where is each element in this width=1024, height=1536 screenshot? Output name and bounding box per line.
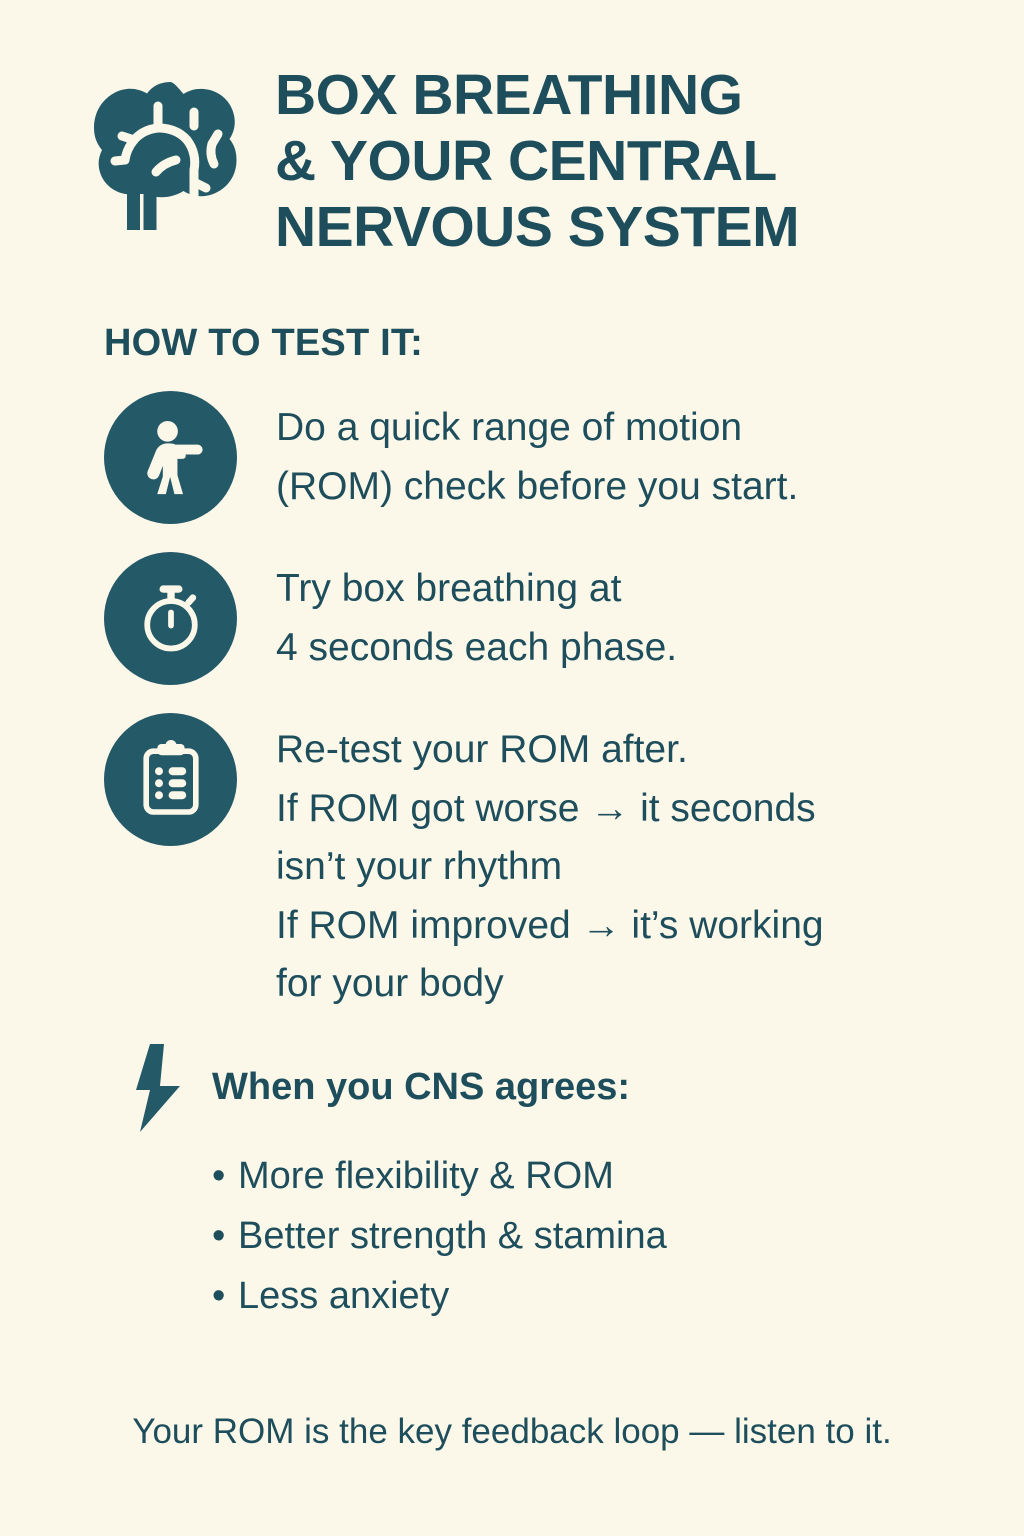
step-text: Do a quick range of motion (ROM) check b… [276, 399, 798, 516]
cns-benefit-list: • More flexibility & ROM • Better strength… [212, 1146, 1024, 1326]
footer-tagline: Your ROM is the key feedback loop — list… [132, 1412, 892, 1451]
lightning-bolt-icon [132, 1042, 188, 1134]
page-title: BOX BREATHING & YOUR CENTRAL NERVOUS SYS… [275, 62, 800, 260]
step-line: Try box breathing at [276, 567, 622, 611]
step-text: Try box breathing at 4 seconds each phas… [276, 560, 677, 677]
bullet-glyph: • [212, 1214, 226, 1257]
brain-icon [88, 72, 253, 232]
step-text: Re-test your ROM after. If ROM got worse… [276, 721, 824, 1014]
cns-heading: When you CNS agrees: [212, 1066, 631, 1109]
steps-list: Do a quick range of motion (ROM) check b… [0, 391, 1024, 1014]
walking-person-icon [104, 391, 237, 525]
step-item: Do a quick range of motion (ROM) check b… [104, 391, 1024, 525]
step-line: 4 seconds each phase. [276, 625, 678, 669]
list-item: • Better strength & stamina [212, 1206, 1024, 1266]
step-item: Re-test your ROM after. If ROM got worse… [104, 713, 1024, 1014]
cns-heading-row: When you CNS agrees: [126, 1042, 1024, 1134]
step-line: If ROM got worse → it seconds [276, 786, 816, 830]
step-line: Do a quick range of motion [276, 406, 743, 450]
stopwatch-icon [104, 552, 237, 686]
step-line: If ROM improved → it’s working [276, 903, 824, 947]
list-item: • Less anxiety [212, 1266, 1024, 1326]
step-line: Re-test your ROM after. [276, 728, 688, 772]
step-line: isn’t your rhythm [276, 845, 563, 889]
header: BOX BREATHING & YOUR CENTRAL NERVOUS SYS… [0, 0, 1024, 260]
bullet-glyph: • [212, 1274, 226, 1317]
list-item-label: More flexibility & ROM [238, 1154, 614, 1197]
list-item-label: Less anxiety [238, 1274, 450, 1317]
list-item-label: Better strength & stamina [238, 1214, 667, 1257]
title-line-2: & YOUR CENTRAL [275, 129, 777, 194]
section-heading: HOW TO TEST IT: [104, 322, 423, 365]
cns-benefits-block: When you CNS agrees: • More flexibility &… [0, 1042, 1024, 1326]
title-line-1: BOX BREATHING [275, 63, 743, 127]
step-item: Try box breathing at 4 seconds each phas… [104, 552, 1024, 686]
title-line-3: NERVOUS SYSTEM [275, 195, 800, 260]
step-line: for your body [276, 962, 504, 1006]
bullet-glyph: • [212, 1154, 226, 1197]
clipboard-checklist-icon [104, 713, 237, 847]
list-item: • More flexibility & ROM [212, 1146, 1024, 1206]
step-line: (ROM) check before you start. [276, 464, 799, 508]
